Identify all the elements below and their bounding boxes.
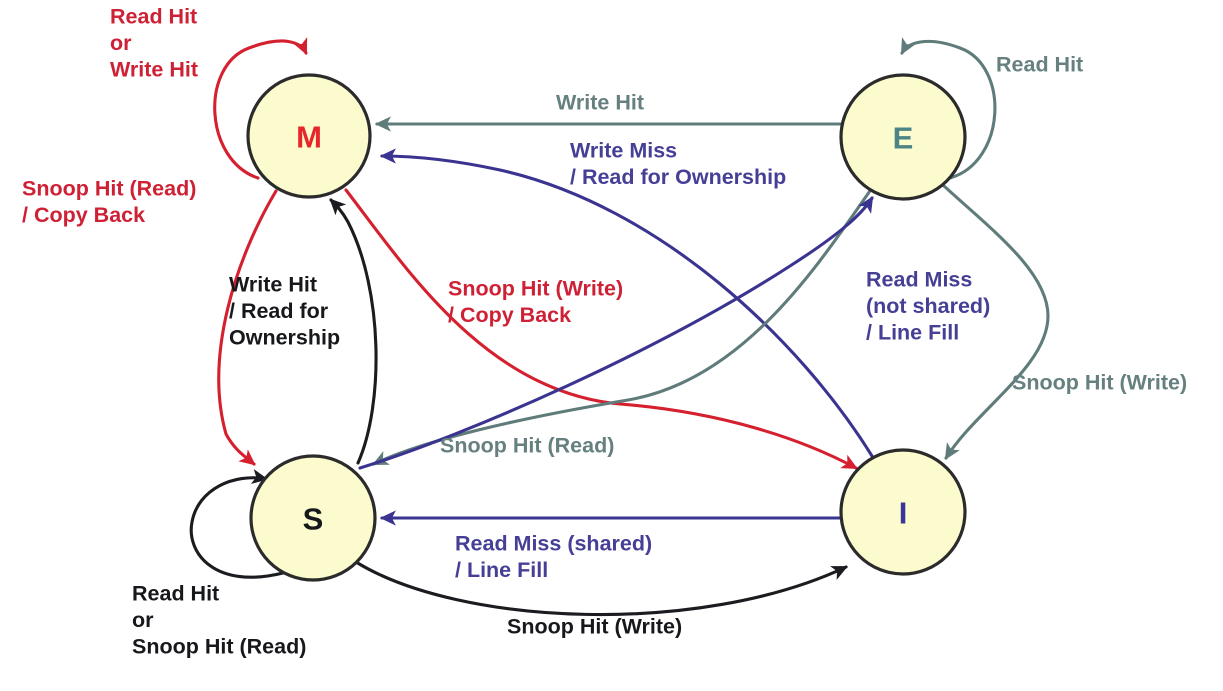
edge-label-line: / Read for Ownership [570, 165, 786, 189]
edge-m-to-s[interactable] [217, 189, 278, 466]
state-circle-i[interactable] [839, 448, 967, 576]
edge-label-line: Read Hit [132, 582, 219, 606]
edge-label-line: / Line Fill [455, 558, 548, 582]
edge-label-line: Snoop Hit (Read) [132, 635, 306, 659]
edge-s-to-e[interactable] [358, 196, 874, 470]
edge-label-e-self: Read Hit [996, 53, 1083, 77]
state-circle-m[interactable] [246, 73, 372, 199]
edge-label-e-to-i: Snoop Hit (Write) [1012, 371, 1187, 395]
edge-label-line: / Line Fill [866, 321, 959, 345]
state-node-m[interactable]: M [246, 73, 372, 199]
state-circle-e[interactable] [839, 73, 967, 201]
edge-m-self[interactable] [213, 37, 308, 180]
edge-label-line: Write Hit [556, 91, 644, 115]
edge-label-i-to-s: Read Miss (shared)/ Line Fill [455, 532, 652, 583]
nodes-layer: M E S I [246, 73, 967, 582]
state-circle-s[interactable] [249, 454, 377, 582]
edge-label-m-to-s: Snoop Hit (Read)/ Copy Back [22, 177, 196, 228]
edge-e-to-i[interactable] [942, 184, 1050, 460]
edge-label-e-to-m: Write Hit [556, 91, 644, 115]
state-label-s: S [303, 502, 324, 537]
edge-label-line: Read Hit [110, 5, 197, 29]
edge-label-line: Snoop Hit (Read) [22, 177, 196, 201]
state-node-i[interactable]: I [839, 448, 967, 576]
edge-e-self[interactable] [900, 37, 997, 180]
edge-label-e-to-s: Snoop Hit (Read) [440, 434, 614, 458]
edge-label-m-to-i: Snoop Hit (Write)/ Copy Back [448, 277, 623, 328]
edge-label-line: Snoop Hit (Write) [507, 615, 682, 639]
edge-s-self[interactable] [189, 468, 285, 579]
edge-label-line: or [132, 608, 154, 632]
edge-label-line: (not shared) [866, 294, 990, 318]
edge-label-line: Write Hit [229, 273, 317, 297]
edge-label-s-to-i: Snoop Hit (Write) [507, 615, 682, 639]
edge-label-line: Snoop Hit (Write) [1012, 371, 1187, 395]
state-node-s[interactable]: S [249, 454, 377, 582]
edge-i-to-m[interactable] [379, 148, 874, 458]
edge-label-line: Snoop Hit (Read) [440, 434, 614, 458]
edge-label-line: or [110, 31, 132, 55]
edges-layer [189, 37, 1050, 617]
state-label-e: E [893, 121, 914, 156]
edge-label-line: Snoop Hit (Write) [448, 277, 623, 301]
edge-label-line: / Copy Back [22, 203, 145, 227]
edge-label-line: Write Hit [110, 58, 198, 82]
edge-label-line: Ownership [229, 326, 340, 350]
state-label-m: M [296, 120, 322, 155]
edge-label-line: Read Miss [866, 268, 972, 292]
edge-s-to-m[interactable] [329, 198, 378, 465]
edge-label-line: Read Miss (shared) [455, 532, 652, 556]
edge-label-line: / Read for [229, 299, 329, 323]
edge-label-i-to-m: Write Miss/ Read for Ownership [570, 139, 786, 190]
edge-label-line: / Copy Back [448, 303, 571, 327]
edge-s-to-i[interactable] [354, 560, 848, 617]
edge-label-line: Read Hit [996, 53, 1083, 77]
edge-m-to-i[interactable] [344, 188, 858, 470]
state-label-i: I [899, 496, 908, 531]
edge-label-s-to-e: Read Miss(not shared) / Line Fill [866, 268, 990, 345]
edge-label-line: Write Miss [570, 139, 677, 163]
state-node-e[interactable]: E [839, 73, 967, 201]
